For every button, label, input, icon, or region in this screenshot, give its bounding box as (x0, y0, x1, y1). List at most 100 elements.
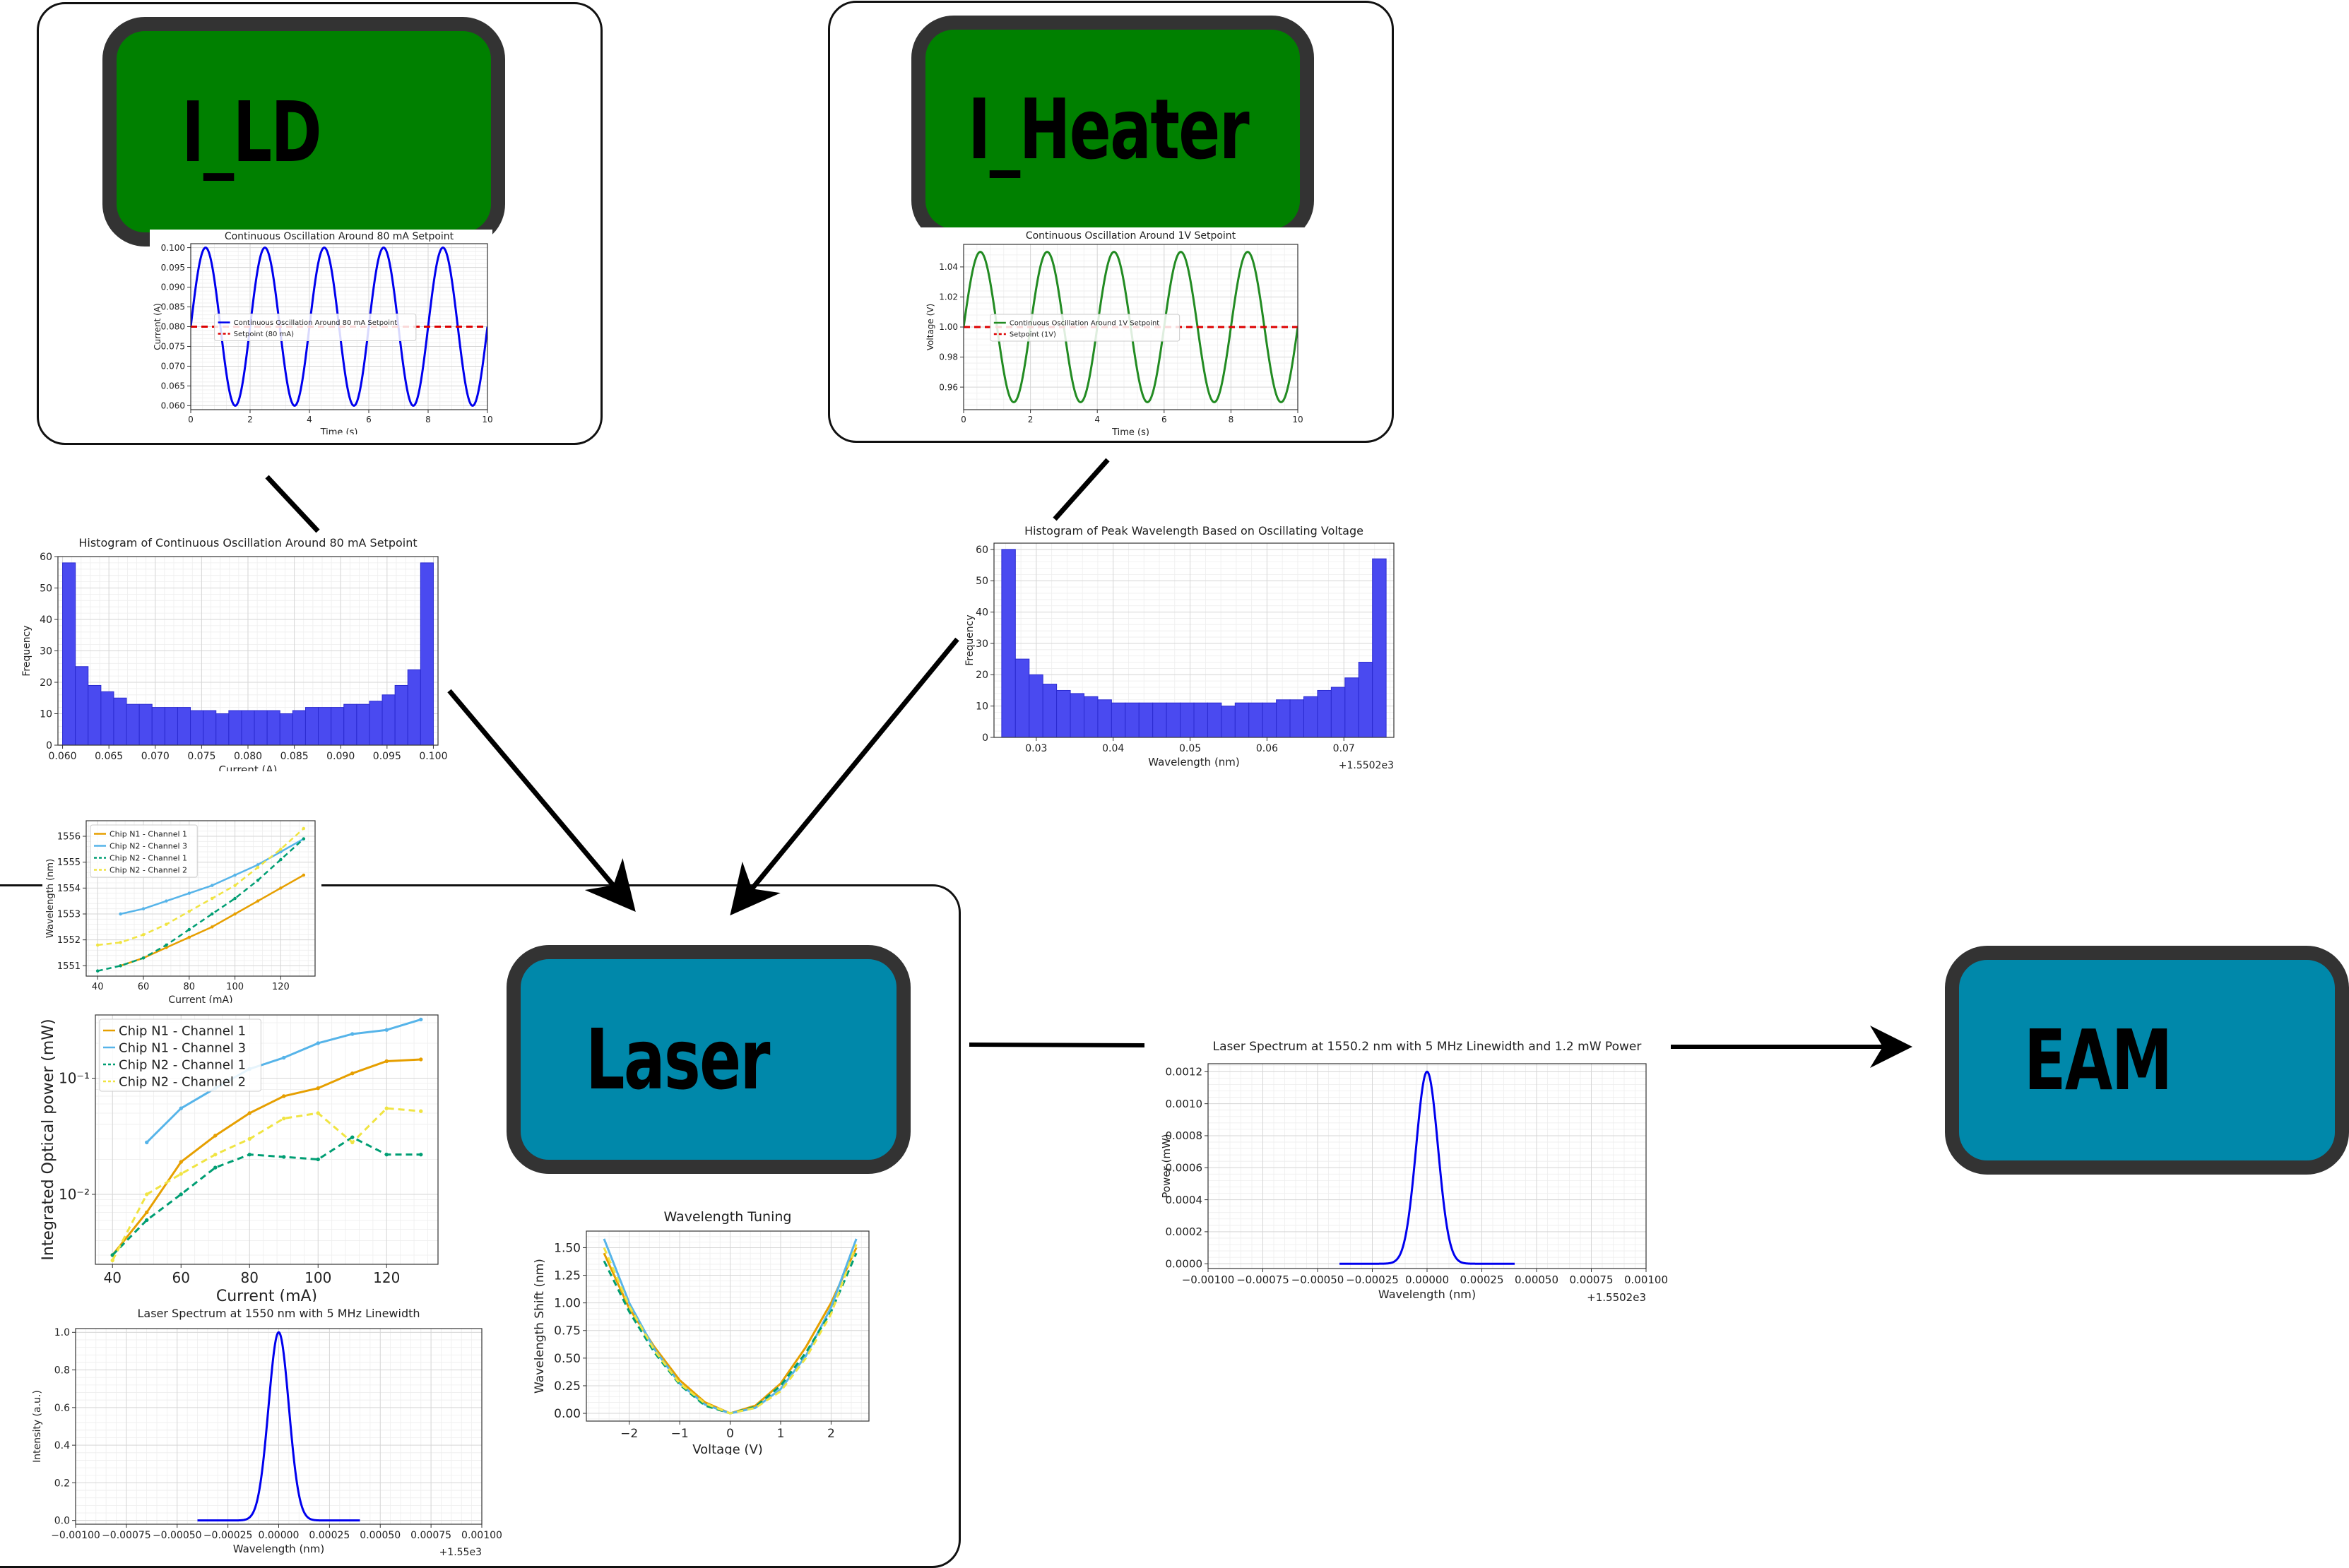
x-tick-label: 0.00100 (461, 1530, 502, 1541)
ild-block[interactable]: I_LD (102, 17, 505, 247)
data-point (247, 1111, 252, 1115)
data-point (316, 1086, 320, 1091)
axes-frame (963, 244, 1298, 410)
connector-iheater-to-hist (1053, 458, 1110, 521)
x-tick-label: −0.00100 (1182, 1273, 1235, 1286)
data-point (110, 1258, 114, 1263)
x-tick-label: 8 (425, 415, 431, 424)
data-point (119, 964, 122, 968)
y-tick-label: 0.0010 (1166, 1098, 1203, 1110)
y-tick-label: 1555 (57, 857, 81, 868)
y-tick-label: 0.6 (54, 1403, 70, 1414)
chart-title: Continuous Oscillation Around 1V Setpoin… (1026, 230, 1236, 242)
data-point (187, 927, 191, 932)
x-tick-label: 4 (1094, 415, 1100, 424)
y-tick-label: 20 (976, 670, 988, 681)
legend-entry: Chip N2 - Channel 3 (110, 841, 187, 850)
axes-frame (85, 820, 316, 977)
arrow-hist-wavelength-to-laser (730, 637, 959, 916)
y-tick-label: 0.8 (54, 1365, 70, 1376)
data-point (95, 943, 100, 947)
x-tick-label: −0.00075 (1236, 1273, 1289, 1286)
axes-frame (57, 556, 439, 746)
data-point (279, 850, 283, 854)
x-tick-label: 0.00050 (360, 1530, 401, 1541)
axis-offset-text: +1.5502e3 (1339, 760, 1394, 771)
x-tick-label: −0.00075 (102, 1530, 151, 1541)
data-point (256, 899, 260, 903)
y-tick-label: 0 (982, 732, 988, 744)
y-tick-label: 0.2 (54, 1478, 70, 1489)
axis-offset-text: +1.5502e3 (1587, 1291, 1646, 1304)
legend-entry: Setpoint (1V) (1010, 331, 1056, 339)
data-point (187, 910, 191, 913)
x-tick-label: 0.03 (1025, 743, 1047, 754)
x-tick-label: 60 (172, 1269, 190, 1286)
legend-box (990, 314, 1181, 342)
legend-entry: Continuous Oscillation Around 80 mA Setp… (234, 319, 398, 327)
data-point (384, 1106, 389, 1110)
data-point (179, 1106, 183, 1110)
iheater-block[interactable]: I_Heater (911, 16, 1314, 243)
x-tick-label: 0 (188, 415, 194, 424)
data-point (233, 896, 237, 901)
y-tick-label: 0.100 (161, 243, 185, 253)
data-point (316, 1157, 320, 1162)
legend-entry: Chip N1 - Channel 1 (110, 829, 187, 838)
y-tick-label: 40 (976, 607, 988, 618)
x-tick-label: 0.100 (419, 751, 447, 762)
chart-title: Wavelength Tuning (664, 1209, 792, 1225)
x-axis-label: Voltage (V) (692, 1442, 763, 1455)
y-tick-label: 10 (40, 708, 52, 720)
x-tick-label: 0.00075 (410, 1530, 451, 1541)
y-tick-label: 1.00 (939, 322, 958, 332)
y-tick-label: 1551 (57, 961, 81, 972)
data-point (350, 1071, 355, 1076)
y-tick-label: 0.96 (939, 382, 958, 392)
data-point (210, 925, 214, 929)
y-tick-label: 0.0008 (1166, 1129, 1203, 1142)
y-tick-label: 0.0002 (1166, 1225, 1203, 1238)
data-point (210, 884, 214, 887)
data-point (165, 899, 168, 903)
data-point (282, 1155, 286, 1159)
axes-frame (75, 1328, 483, 1525)
y-tick-label: 0.75 (554, 1324, 581, 1338)
data-point (145, 1140, 149, 1145)
x-tick-label: 40 (104, 1269, 122, 1286)
y-axis-label: Integrated Optical power (mW) (40, 1018, 57, 1260)
data-point (316, 1041, 320, 1045)
connector-ild-to-hist (265, 475, 320, 533)
x-tick-label: 6 (1161, 415, 1167, 424)
axes-frame (190, 243, 488, 410)
x-tick-label: 80 (184, 982, 196, 992)
data-point (165, 943, 168, 947)
y-tick-label: 1554 (57, 884, 81, 894)
y-tick-label: 60 (40, 552, 52, 563)
data-point (119, 912, 122, 916)
chart-background (32, 1302, 512, 1563)
data-point (384, 1028, 389, 1032)
x-tick-label: 0 (726, 1427, 734, 1441)
eam-block[interactable]: EAM (1945, 946, 2349, 1175)
data-point (165, 922, 168, 926)
y-tick-label: 1553 (57, 910, 81, 920)
data-point (145, 1210, 149, 1215)
y-axis-label: Wavelength (nm) (45, 859, 56, 938)
data-point (256, 879, 260, 882)
chart-title: Histogram of Continuous Oscillation Arou… (78, 536, 417, 550)
y-tick-label: 0.00 (554, 1407, 581, 1421)
y-tick-label: 0.0000 (1166, 1257, 1203, 1270)
ild-block-label: I_LD (182, 83, 322, 181)
x-tick-label: 120 (272, 982, 290, 992)
x-axis-label: Time (s) (1111, 427, 1149, 436)
data-point (282, 1094, 286, 1098)
y-tick-label: 1.04 (939, 262, 958, 272)
laser-block[interactable]: Laser (507, 945, 911, 1174)
data-point (302, 837, 306, 841)
x-tick-label: 0.080 (234, 751, 262, 762)
legend-box (90, 824, 198, 878)
